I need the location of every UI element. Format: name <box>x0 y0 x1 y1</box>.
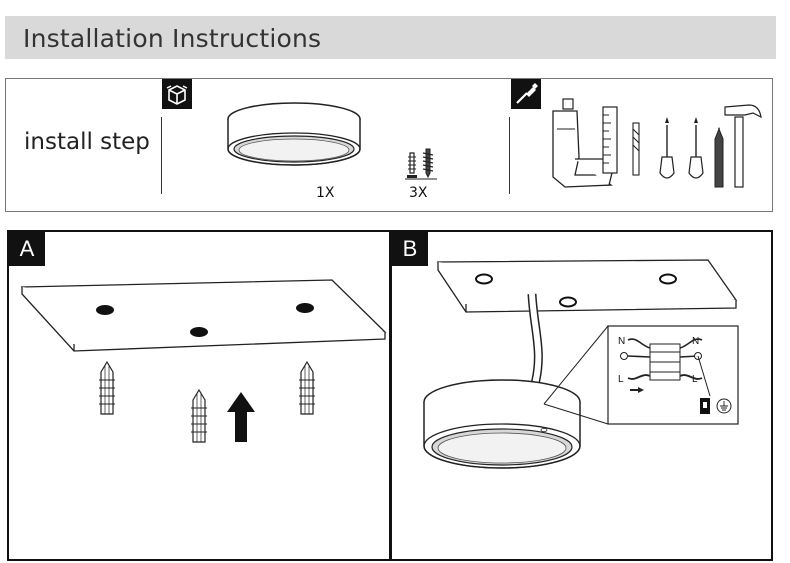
divider <box>509 117 510 194</box>
wall-anchor-icon <box>299 360 315 415</box>
drill-bit-icon <box>632 122 640 176</box>
screw-quantity: 3X <box>409 185 428 201</box>
page-title: Installation Instructions <box>23 24 322 53</box>
install-step-label: install step <box>24 129 150 155</box>
install-step-panel: install step 1X 3X <box>5 78 773 212</box>
neutral-label-left: N <box>618 336 625 347</box>
hammer-icon <box>724 104 762 188</box>
ground-icon <box>620 352 628 360</box>
screwdriver-icon <box>511 79 541 109</box>
ruler-icon <box>602 106 618 174</box>
step-a-panel: A <box>7 230 391 561</box>
arrow-icon <box>638 387 644 393</box>
divider <box>161 117 162 194</box>
ceiling-light-icon <box>227 102 361 166</box>
package-icon <box>162 79 192 109</box>
title-bar: Installation Instructions <box>5 16 776 59</box>
ceiling-light-icon <box>423 379 581 469</box>
step-b-letter: B <box>392 232 428 266</box>
screwdriver-icon <box>688 117 704 179</box>
wall-anchor-icon <box>99 360 115 415</box>
live-label-left: L <box>618 374 624 385</box>
pencil-icon <box>714 127 724 188</box>
step-b-illustration: N N L L <box>423 259 739 469</box>
light-quantity: 1X <box>316 185 335 201</box>
wall-anchor-icon <box>191 388 207 443</box>
step-a-letter: A <box>9 232 45 266</box>
tools-illustration <box>552 98 762 188</box>
step-a-illustration <box>20 279 387 443</box>
step-b-panel: B N N L L <box>390 230 773 561</box>
screw-anchor-icon <box>405 148 437 180</box>
live-label-right: L <box>692 374 698 385</box>
up-arrow-icon <box>227 392 255 442</box>
neutral-label-right: N <box>692 336 699 347</box>
screwdriver-icon <box>659 117 675 179</box>
